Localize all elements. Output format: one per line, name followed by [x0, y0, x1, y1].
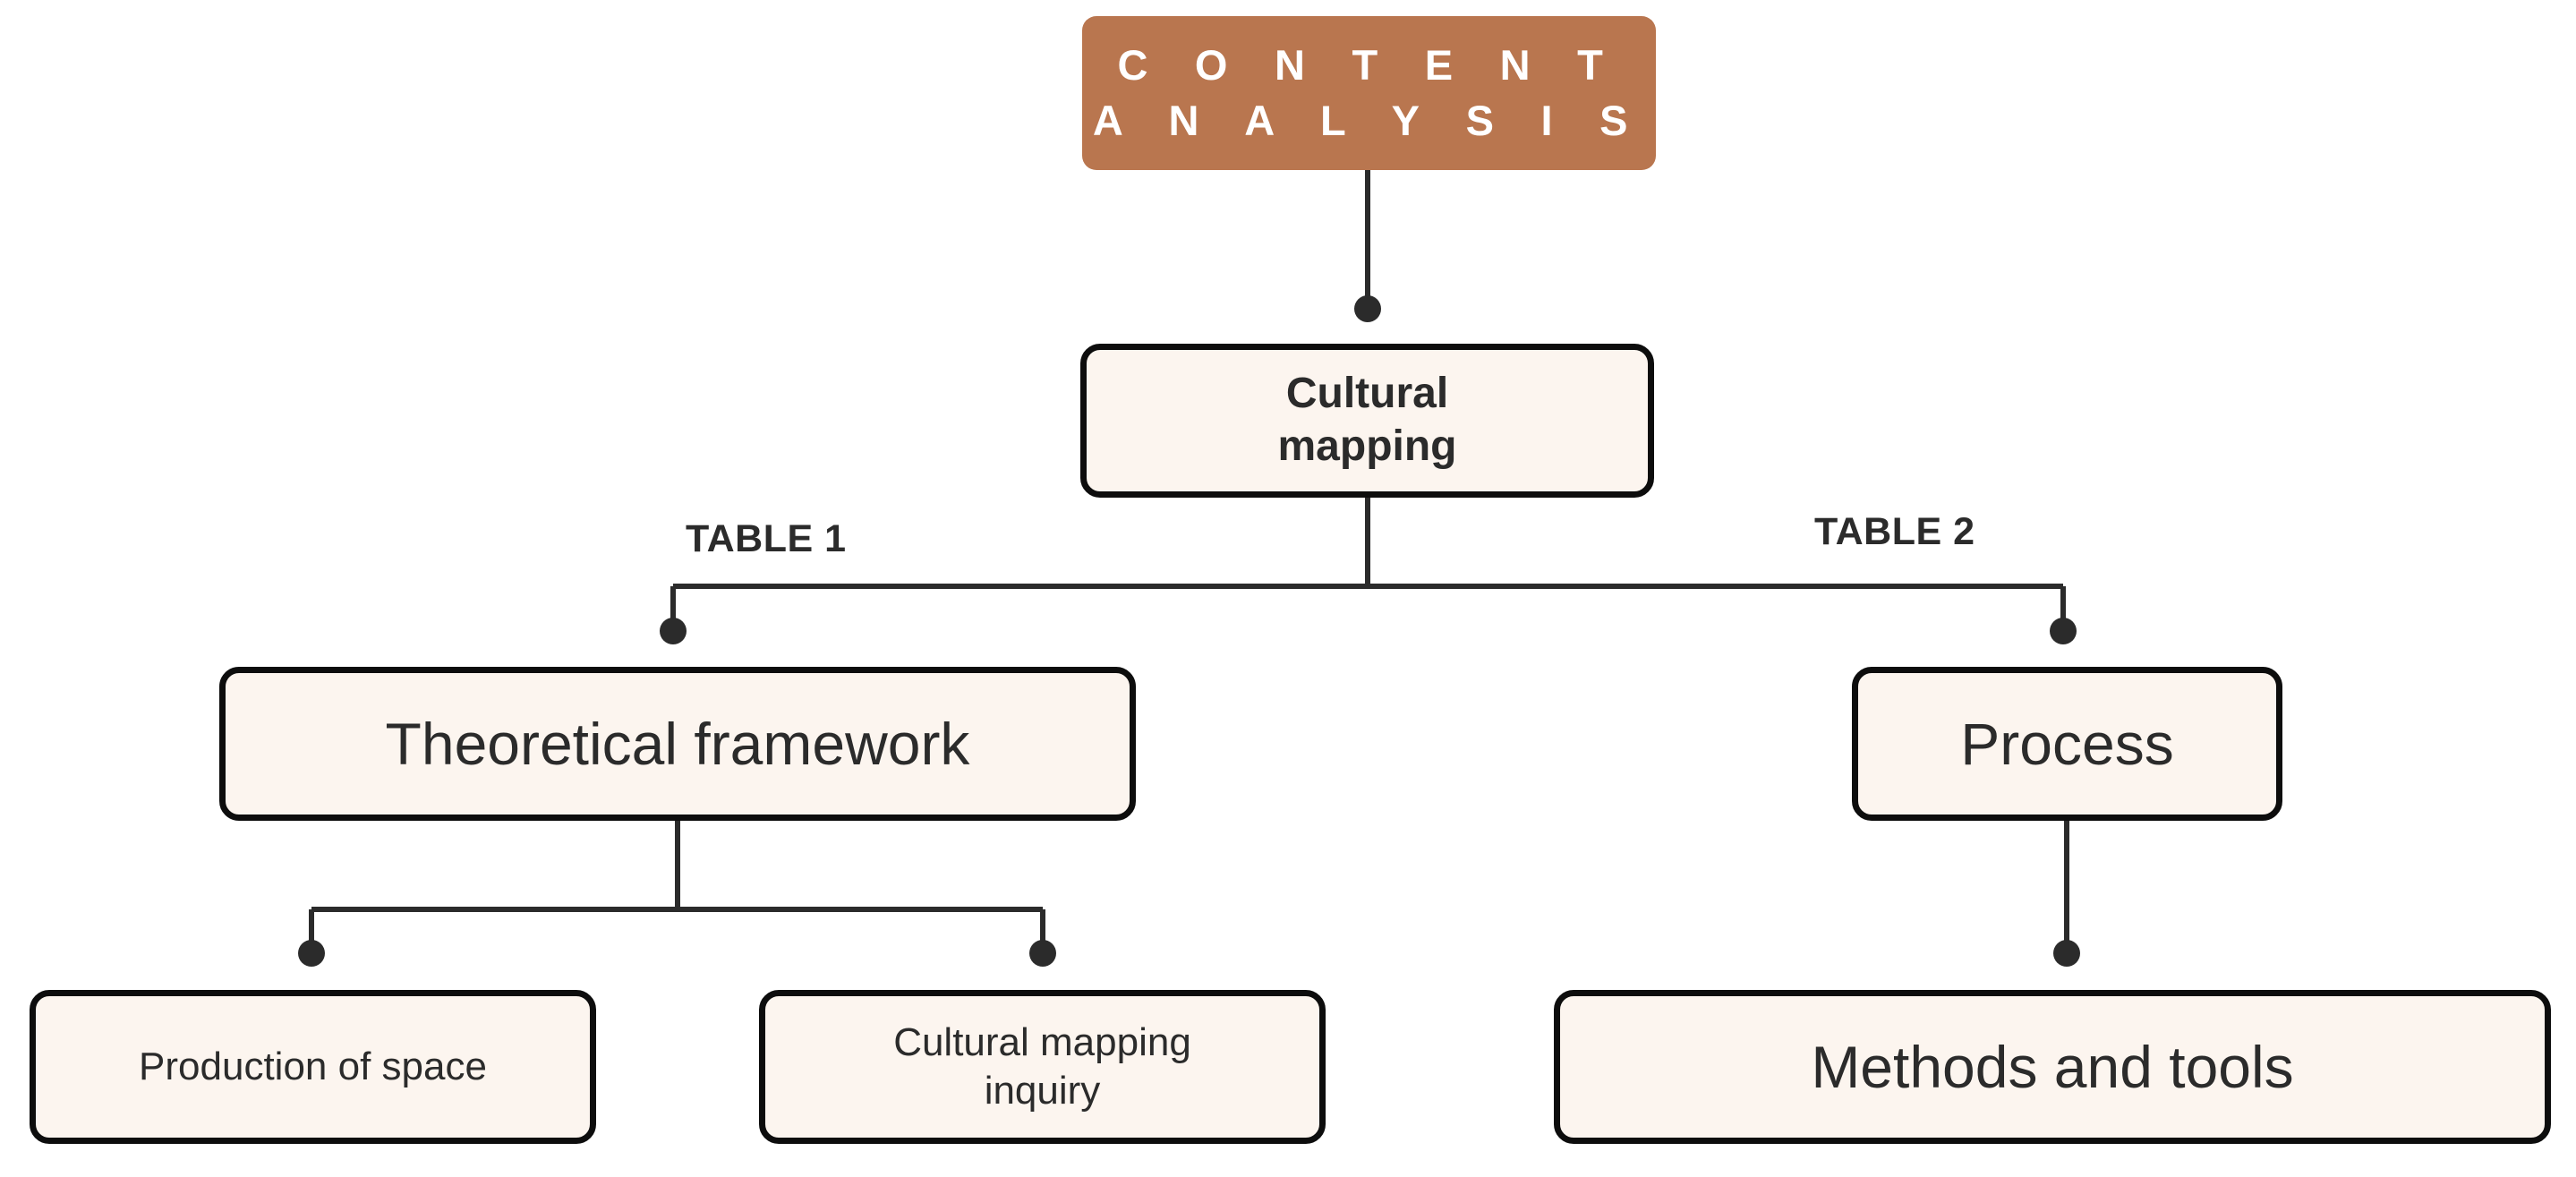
node-production-of-space[interactable]: Production of space: [30, 990, 596, 1144]
connector-dot-cultural-mapping: [1354, 295, 1381, 322]
node-cultural-mapping-inquiry-line-1: Cultural mapping: [893, 1020, 1191, 1065]
node-theoretical-framework[interactable]: Theoretical framework: [219, 667, 1136, 821]
node-content-analysis-line-2: A N A L Y S I S: [1092, 97, 1646, 144]
connector-dot-cultural-mapping-inquiry: [1029, 940, 1056, 967]
node-methods-and-tools[interactable]: Methods and tools: [1554, 990, 2551, 1144]
node-process[interactable]: Process: [1852, 667, 2282, 821]
connector-dot-theoretical-framework: [660, 618, 687, 644]
node-cultural-mapping-inquiry-line-2: inquiry: [984, 1069, 1101, 1113]
node-cultural-mapping-line-1: Cultural: [1285, 370, 1449, 418]
connector-dot-process: [2050, 618, 2077, 644]
node-process-label: Process: [1960, 711, 2174, 777]
node-theoretical-framework-label: Theoretical framework: [385, 711, 970, 777]
connector-dot-methods-and-tools: [2053, 940, 2080, 967]
node-cultural-mapping-line-2: mapping: [1277, 422, 1457, 470]
branch-label-table-1: TABLE 1: [686, 517, 847, 560]
connector-dot-production-of-space: [298, 940, 325, 967]
node-content-analysis[interactable]: C O N T E N T A N A L Y S I S: [1082, 16, 1656, 170]
branch-label-table-2: TABLE 2: [1814, 510, 1975, 553]
node-content-analysis-label: C O N T E N T A N A L Y S I S: [1082, 38, 1656, 149]
node-methods-and-tools-label: Methods and tools: [1811, 1034, 2294, 1100]
node-production-of-space-label: Production of space: [139, 1045, 487, 1088]
node-content-analysis-line-1: C O N T E N T: [1117, 40, 1621, 89]
